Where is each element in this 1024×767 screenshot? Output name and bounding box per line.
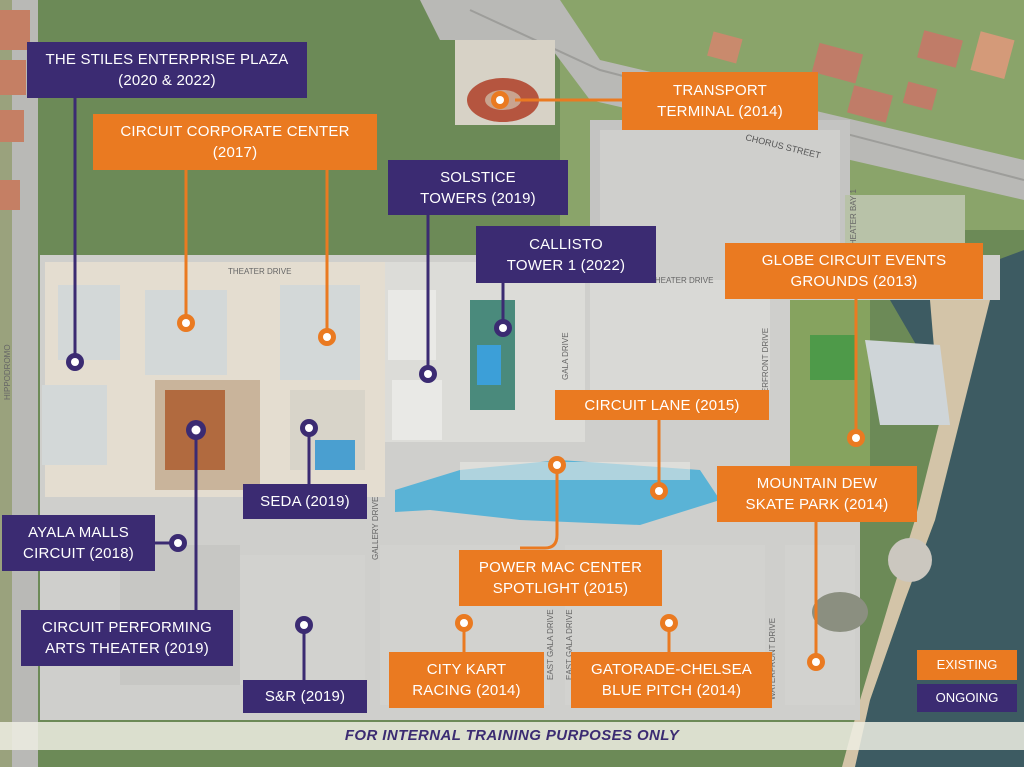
label-line: ARTS THEATER (2019) — [45, 640, 209, 657]
label-circuit-performing-arts-theater[interactable]: CIRCUIT PERFORMING ARTS THEATER (2019) — [21, 610, 233, 666]
label-mountain-dew-skate-park[interactable]: MOUNTAIN DEW SKATE PARK (2014) — [717, 466, 917, 522]
street-waterfront: WATERFRONT DRIVE — [768, 618, 777, 700]
label-line: GATORADE-CHELSEA — [590, 661, 752, 678]
label-stiles-enterprise-plaza[interactable]: THE STILES ENTERPRISE PLAZA (2020 & 2022… — [27, 42, 307, 98]
label-line: CITY KART — [426, 661, 507, 678]
street-gala-north: GALA DRIVE — [561, 332, 570, 380]
marker-seda — [300, 419, 318, 437]
label-power-mac-center-spotlight[interactable]: POWER MAC CENTER SPOTLIGHT (2015) — [459, 550, 662, 606]
label-line: BLUE PITCH (2014) — [601, 682, 742, 699]
marker-solstice — [419, 365, 437, 383]
marker-circuit-lane — [650, 482, 668, 500]
label-line: SEDA (2019) — [260, 493, 350, 510]
label-line: TOWERS (2019) — [420, 189, 536, 207]
label-circuit-corporate-center[interactable]: CIRCUIT CORPORATE CENTER (2017) — [93, 114, 377, 170]
street-theater-drive-east: THEATER DRIVE — [650, 276, 713, 285]
marker-ayala — [169, 534, 187, 552]
label-line: CIRCUIT PERFORMING — [42, 619, 212, 636]
label-line: TERMINAL (2014) — [657, 103, 783, 120]
marker-city-kart — [455, 614, 473, 632]
marker-globe — [847, 429, 865, 447]
label-line: POWER MAC CENTER — [478, 559, 643, 576]
label-line: GROUNDS (2013) — [790, 273, 918, 290]
markers — [66, 91, 865, 671]
label-line: CIRCUIT LANE (2015) — [584, 396, 740, 414]
label-s-and-r[interactable]: S&R (2019) — [243, 680, 367, 713]
label-line: SPOTLIGHT (2015) — [492, 580, 629, 597]
street-theater-drive: THEATER DRIVE — [228, 267, 291, 276]
street-gala-west: EAST GALA DRIVE — [546, 609, 555, 680]
label-globe-circuit-events-grounds[interactable]: GLOBE CIRCUIT EVENTS GROUNDS (2013) — [725, 243, 983, 299]
marker-callisto — [494, 319, 512, 337]
label-ayala-malls-circuit[interactable]: AYALA MALLS CIRCUIT (2018) — [2, 515, 155, 571]
label-callisto-tower[interactable]: CALLISTO TOWER 1 (2022) — [476, 226, 656, 283]
label-line: S&R (2019) — [264, 688, 346, 705]
label-line: TOWER 1 (2022) — [506, 256, 626, 274]
label-transport-terminal[interactable]: TRANSPORT TERMINAL (2014) — [622, 72, 818, 130]
label-solstice-towers[interactable]: SOLSTICE TOWERS (2019) — [388, 160, 568, 215]
label-line: MOUNTAIN DEW — [756, 475, 878, 492]
label-line: TRANSPORT — [672, 82, 768, 99]
label-circuit-lane[interactable]: CIRCUIT LANE (2015) — [555, 390, 769, 420]
marker-circuit-lane-2 — [548, 456, 566, 474]
street-gallery: GALLERY DRIVE — [371, 497, 380, 560]
label-line: GLOBE CIRCUIT EVENTS — [761, 252, 947, 269]
legend-existing: EXISTING — [917, 650, 1017, 680]
marker-stiles — [66, 353, 84, 371]
street-gala-east: EAST GALA DRIVE — [565, 609, 574, 680]
marker-corporate-2 — [318, 328, 336, 346]
legend-ongoing: ONGOING — [917, 684, 1017, 712]
label-line: THE STILES ENTERPRISE PLAZA — [45, 51, 289, 68]
label-line: CIRCUIT (2018) — [23, 545, 134, 562]
label-seda[interactable]: SEDA (2019) — [243, 484, 367, 519]
marker-performing — [186, 420, 206, 440]
label-line: (2017) — [212, 144, 258, 161]
marker-sr — [295, 616, 313, 634]
label-line: SOLSTICE — [440, 168, 516, 186]
street-waterfront-north: WATERFRONT DRIVE — [761, 328, 770, 410]
label-line: CIRCUIT CORPORATE CENTER — [120, 123, 350, 140]
label-line: AYALA MALLS — [28, 524, 129, 541]
marker-mountain-dew — [807, 653, 825, 671]
internal-training-banner: FOR INTERNAL TRAINING PURPOSES ONLY — [0, 722, 1024, 750]
marker-transport — [491, 91, 509, 109]
marker-gatorade — [660, 614, 678, 632]
label-line: SKATE PARK (2014) — [745, 496, 889, 513]
label-gatorade-chelsea-blue-pitch[interactable]: GATORADE-CHELSEA BLUE PITCH (2014) — [571, 652, 772, 708]
street-theater-bay: THEATER BAY 1 — [849, 189, 858, 250]
label-line: (2020 & 2022) — [118, 72, 216, 89]
marker-corporate — [177, 314, 195, 332]
label-line: RACING (2014) — [412, 682, 521, 699]
label-city-kart-racing[interactable]: CITY KART RACING (2014) — [389, 652, 544, 708]
label-line: CALLISTO — [529, 235, 603, 253]
street-hippodromo: HIPPODROMO — [3, 344, 12, 400]
